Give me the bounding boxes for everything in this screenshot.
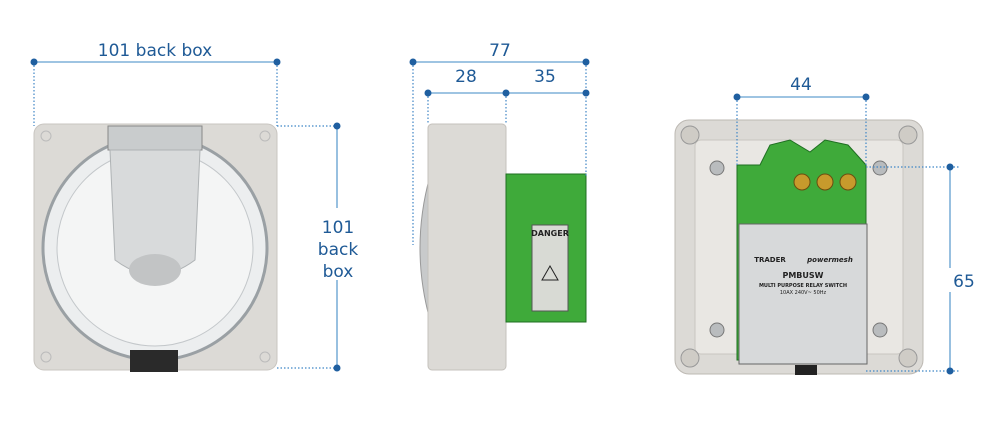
warning-label: DANGER: [531, 229, 569, 238]
screw-icon: [709, 322, 725, 338]
corner-hole: [680, 125, 700, 145]
module-height-label: 65: [953, 272, 975, 292]
terminal-screw: [839, 173, 857, 191]
rear-width-dimension: 44: [733, 75, 870, 165]
total-depth-label: 77: [489, 41, 511, 61]
rear-view: TRADER powermesh PMBUSW MULTI PURPOSE RE…: [674, 119, 924, 375]
rear-depth-label: 35: [534, 67, 556, 87]
front-width-dimension: 101 back box: [30, 41, 281, 126]
screw-icon: [872, 160, 888, 176]
screw-hole: [259, 351, 271, 363]
front-height-dimension: 101 back box: [277, 122, 364, 372]
screw-hole: [259, 130, 271, 142]
brand-right: powermesh: [806, 256, 853, 264]
module-width-label: 44: [790, 75, 812, 95]
side-depth-dimensions: 77 28 35: [409, 41, 590, 245]
corner-hole: [898, 348, 918, 368]
model-rating: 10AX 240V~ 50Hz: [780, 290, 827, 296]
warning-triangle-icon: [541, 264, 559, 281]
front-height-label-line1: 101: [322, 218, 354, 238]
module-label: [738, 223, 868, 365]
screw-hole: [40, 351, 52, 363]
screw-icon: [709, 160, 725, 176]
corner-hole: [898, 125, 918, 145]
front-height-label-line2: back: [318, 240, 359, 260]
rear-height-dimension: 65: [866, 163, 982, 375]
model-number: PMBUSW: [782, 271, 823, 280]
front-width-label: 101 back box: [98, 41, 212, 61]
module-connector: [795, 365, 817, 375]
terminal-screw: [816, 173, 834, 191]
front-depth-label: 28: [455, 67, 477, 87]
screw-hole: [40, 130, 52, 142]
side-view: DANGER: [419, 123, 587, 371]
socket-recess: [129, 254, 181, 286]
model-description: MULTI PURPOSE RELAY SWITCH: [759, 283, 847, 289]
terminal-screw: [793, 173, 811, 191]
hinge: [107, 125, 203, 151]
latch: [130, 350, 178, 372]
front-view: [33, 123, 278, 372]
warning-sticker: [531, 224, 569, 312]
corner-hole: [680, 348, 700, 368]
screw-icon: [872, 322, 888, 338]
front-height-label-line3: box: [323, 262, 354, 282]
brand-left: TRADER: [754, 256, 786, 264]
side-plate: [427, 123, 507, 371]
